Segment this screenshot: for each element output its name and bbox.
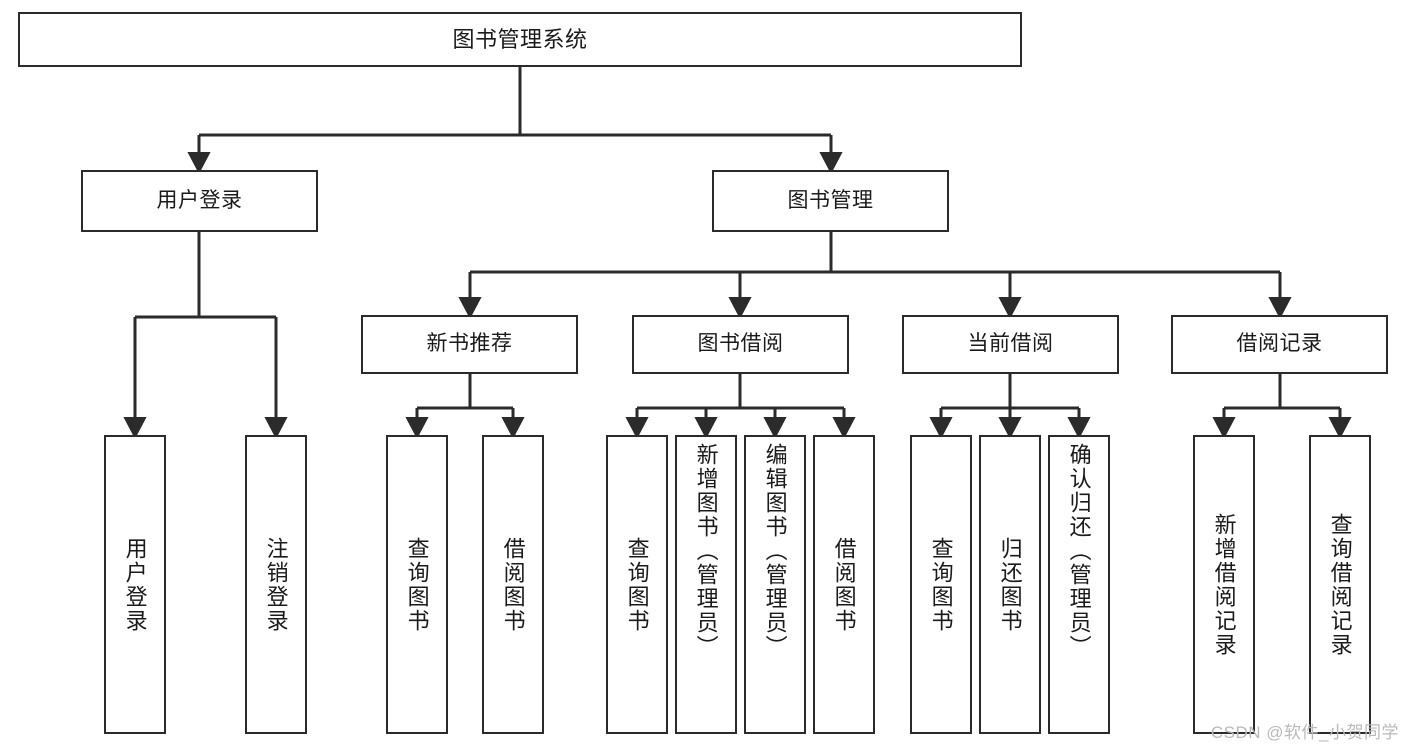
leaf-borrow-borrow-book[interactable]: 借阅图书 xyxy=(813,435,875,734)
leaf-current-query-book[interactable]: 查询图书 xyxy=(910,435,972,734)
node-label: 注销登录 xyxy=(263,536,289,633)
node-label: 图书管理系统 xyxy=(452,26,588,52)
leaf-user-login-logout[interactable]: 注销登录 xyxy=(245,435,307,734)
leaf-borrow-query-book[interactable]: 查询图书 xyxy=(606,435,668,734)
csdn-watermark: CSDN @软件_小贺同学 xyxy=(1210,723,1399,742)
node-label: 确认归还（管理员） xyxy=(1066,443,1092,659)
node-book-borrow[interactable]: 图书借阅 xyxy=(632,315,849,374)
node-label: 查询图书 xyxy=(928,536,954,633)
node-book-management[interactable]: 图书管理 xyxy=(712,170,949,232)
node-label: 查询借阅记录 xyxy=(1327,512,1353,657)
node-label: 新书推荐 xyxy=(426,332,513,356)
leaf-new-book-borrow-book[interactable]: 借阅图书 xyxy=(482,435,544,734)
node-label: 借阅图书 xyxy=(500,536,526,633)
node-user-login[interactable]: 用户登录 xyxy=(81,170,318,232)
leaf-current-confirm-return-admin[interactable]: 确认归还（管理员） xyxy=(1048,435,1110,734)
node-borrow-record[interactable]: 借阅记录 xyxy=(1171,315,1388,374)
leaf-record-query-borrow-record[interactable]: 查询借阅记录 xyxy=(1309,435,1371,734)
node-label: 借阅记录 xyxy=(1236,332,1323,356)
node-label: 归还图书 xyxy=(997,536,1023,633)
node-label: 借阅图书 xyxy=(831,536,857,633)
node-label: 图书借阅 xyxy=(697,332,784,356)
leaf-record-add-borrow-record[interactable]: 新增借阅记录 xyxy=(1193,435,1255,734)
node-label: 查询图书 xyxy=(404,536,430,633)
node-label: 当前借阅 xyxy=(967,332,1054,356)
leaf-new-book-query-book[interactable]: 查询图书 xyxy=(386,435,448,734)
node-label: 用户登录 xyxy=(156,188,243,212)
leaf-user-login-login[interactable]: 用户登录 xyxy=(104,435,166,734)
leaf-borrow-add-book-admin[interactable]: 新增图书（管理员） xyxy=(675,435,737,734)
leaf-borrow-edit-book-admin[interactable]: 编辑图书（管理员） xyxy=(744,435,806,734)
node-root-book-management-system[interactable]: 图书管理系统 xyxy=(18,12,1022,67)
node-label: 图书管理 xyxy=(787,188,874,212)
node-label: 新增图书（管理员） xyxy=(693,443,719,659)
node-label: 编辑图书（管理员） xyxy=(762,443,788,659)
node-label: 查询图书 xyxy=(624,536,650,633)
node-label: 用户登录 xyxy=(122,536,148,633)
node-new-book-recommend[interactable]: 新书推荐 xyxy=(361,315,578,374)
node-label: 新增借阅记录 xyxy=(1211,512,1237,657)
node-current-borrow[interactable]: 当前借阅 xyxy=(902,315,1119,374)
leaf-current-return-book[interactable]: 归还图书 xyxy=(979,435,1041,734)
